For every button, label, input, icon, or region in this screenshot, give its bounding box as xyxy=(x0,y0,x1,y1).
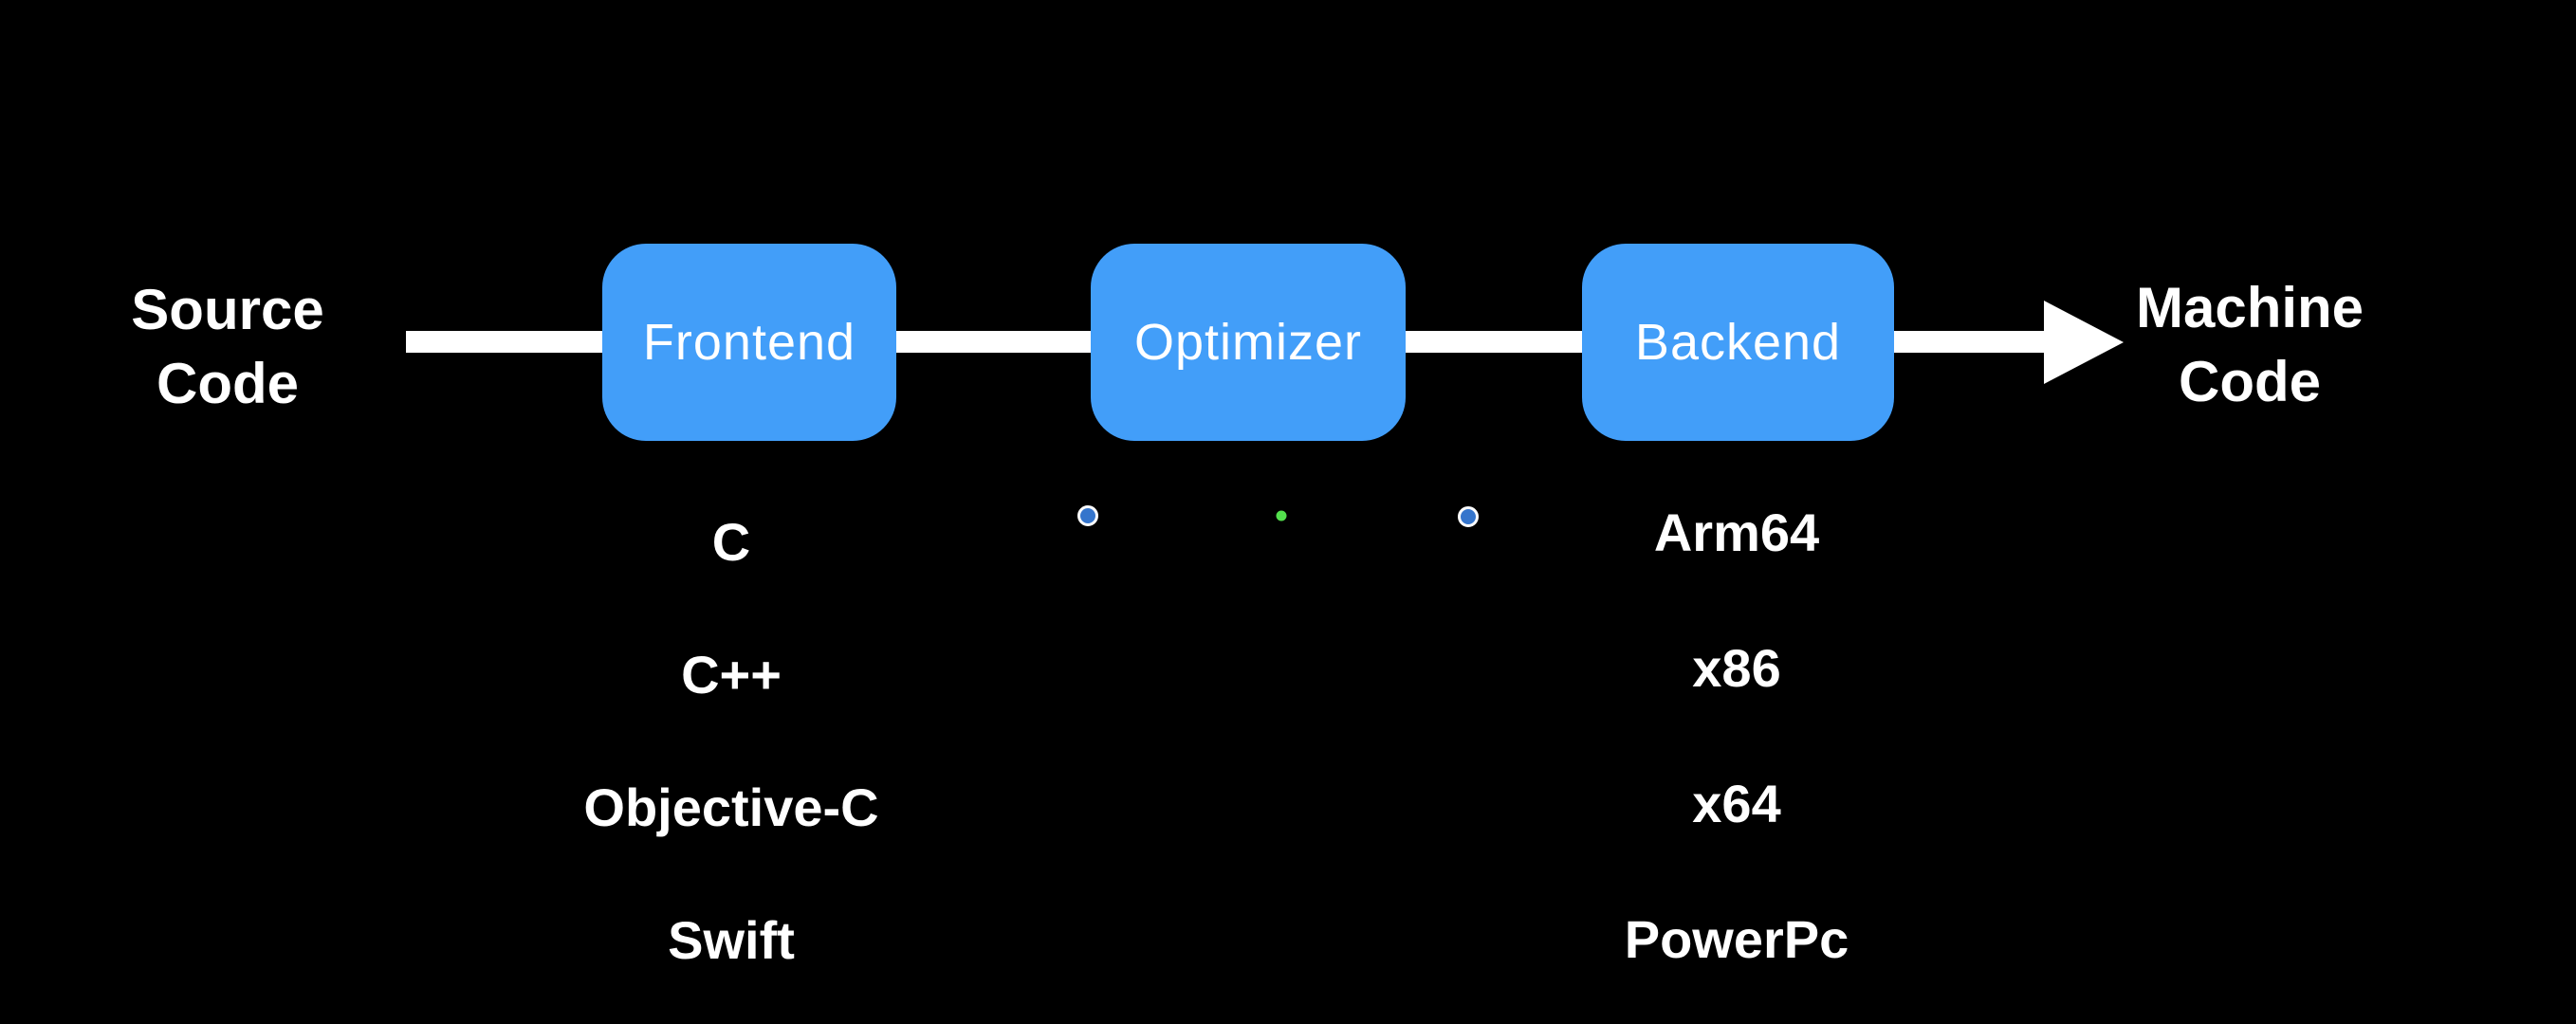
stage-box-frontend: Frontend xyxy=(602,244,896,441)
machine-code-label-line1: Machine xyxy=(2135,276,2364,339)
backend-target-item: Arm64 xyxy=(1653,503,1820,562)
blue-dot-icon-left xyxy=(1077,505,1098,526)
stage-box-frontend-label: Frontend xyxy=(642,314,856,371)
pipeline-arrowhead-icon xyxy=(2044,301,2124,384)
backend-target-item: x64 xyxy=(1692,774,1781,833)
stage-box-optimizer-label: Optimizer xyxy=(1133,314,1363,371)
stage-box-backend: Backend xyxy=(1582,244,1894,441)
source-code-label-line2: Code xyxy=(156,352,299,415)
frontend-language-item: C++ xyxy=(681,644,782,704)
source-code-label: Source Code xyxy=(131,273,323,421)
stage-box-backend-label: Backend xyxy=(1634,314,1842,371)
green-dot-icon-center xyxy=(1276,510,1287,521)
source-code-label-line1: Source xyxy=(131,278,324,341)
backend-target-item: x86 xyxy=(1692,638,1781,698)
machine-code-label-line2: Code xyxy=(2179,350,2321,413)
frontend-language-item: C xyxy=(711,511,751,572)
blue-dot-icon-right xyxy=(1458,506,1479,527)
machine-code-label: Machine Code xyxy=(2136,271,2364,419)
frontend-language-item: Objective-C xyxy=(583,777,879,837)
backend-target-item: PowerPc xyxy=(1624,909,1849,969)
frontend-language-item: Swift xyxy=(668,909,795,970)
stage-box-optimizer: Optimizer xyxy=(1091,244,1406,441)
backend-targets-list: Arm64 x86 x64 PowerPc xyxy=(1537,465,1936,1007)
frontend-languages-list: C C++ Objective-C Swift xyxy=(532,475,930,1006)
